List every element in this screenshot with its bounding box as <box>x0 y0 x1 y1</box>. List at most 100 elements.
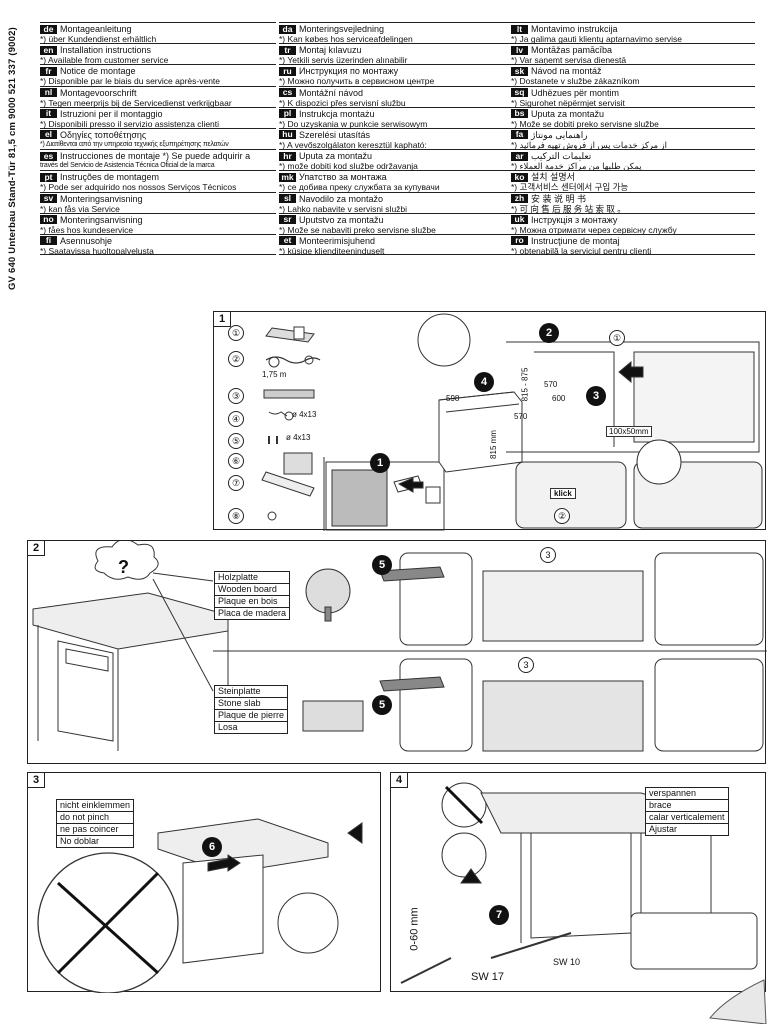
language-title: Инструкция по монтажу <box>299 66 399 77</box>
language-code-badge: pt <box>40 172 57 182</box>
dim-depth-570: 570 <box>514 412 528 421</box>
language-code-badge: sv <box>40 194 57 203</box>
language-code-badge: nl <box>40 88 57 98</box>
language-code-badge: es <box>40 151 57 161</box>
part-callout-2: ② <box>554 508 570 524</box>
language-availability-note: *) Διατίθενται από την υπηρεσία τεχνικής… <box>40 140 229 148</box>
step-number: 3 <box>27 772 45 788</box>
language-title: Montavimo instrukcija <box>531 24 618 34</box>
parts-list-number-1: ① <box>228 325 244 341</box>
language-title: 설치 설명서 <box>531 172 575 183</box>
language-availability-note: *) obtenabilă la serviciul pentru clienţ… <box>511 245 652 256</box>
language-availability-note: *) Kan købes hos serviceafdelingen <box>279 34 413 44</box>
language-code-badge: hu <box>279 130 296 140</box>
warn-fr: ne pas coincer <box>57 824 134 836</box>
warn-es: No doblar <box>60 836 100 846</box>
language-availability-note: *) Dostanete v službe zákazníkom <box>511 76 640 86</box>
language-availability-note: *) fåes hos kundeservice <box>40 224 134 234</box>
language-code-badge: cs <box>279 88 296 98</box>
language-title: Uputstvo za montažu <box>299 214 384 225</box>
language-title: تعليمات التركيب <box>531 151 592 162</box>
brace-es: Ajustar <box>649 824 678 834</box>
language-availability-note: *) Yetkili servis üzerinden alınabilir <box>279 55 408 65</box>
language-title: Navodilo za montažo <box>299 193 384 204</box>
step-number: 4 <box>390 772 408 788</box>
language-availability-note: *) Disponibili presso il servizio assist… <box>40 118 220 128</box>
language-title: Istruzioni per il montaggio <box>60 108 163 119</box>
step-badge-2: 2 <box>539 323 559 343</box>
stone-label-fr: Plaque de pierre <box>215 710 288 722</box>
language-availability-note: través del Servicio de Asistencia Técnic… <box>40 162 215 170</box>
stone-label-box: Steinplatte Stone slab Plaque de pierre … <box>214 685 289 734</box>
step-badge-1: 1 <box>370 453 390 473</box>
language-code-badge: ro <box>511 236 528 246</box>
language-code-badge: lt <box>511 24 528 34</box>
warn-en: do not pinch <box>57 812 134 824</box>
language-availability-note: *) Disponible par le biais du service ap… <box>40 76 221 86</box>
language-code-badge: it <box>40 109 57 119</box>
language-title: Montageanleitung <box>60 24 132 34</box>
language-title: Asennusohje <box>60 235 113 246</box>
language-availability-note: *) از مرکز خدمات پس از فروش تهیه فرمائید <box>511 139 667 150</box>
step-1-panel: 1 <box>213 311 766 531</box>
language-code-badge: no <box>40 215 57 225</box>
cable-length-label: 1,75 m <box>262 370 287 379</box>
dim-height-815: 815 mm <box>488 430 498 459</box>
language-code-badge: sr <box>279 215 296 225</box>
step-number: 2 <box>27 540 45 556</box>
step-1-illustration <box>261 313 763 531</box>
language-code-badge: fa <box>511 130 528 140</box>
language-availability-note: *) Ja galima gauti klientų aptarnavimo s… <box>511 34 683 44</box>
language-availability-note: *) се добива преку службата за купувачи <box>279 182 440 192</box>
language-availability-note: *) über Kundendienst erhältlich <box>40 34 157 44</box>
parts-list-number-4: ④ <box>228 411 244 427</box>
dim-570: 570 <box>544 380 558 389</box>
brace-fr: calar verticalement <box>646 812 728 824</box>
language-title: Instrucciones de montaje *) Se puede adq… <box>60 151 251 162</box>
step-2-illustration <box>32 541 767 752</box>
language-availability-note: *) Može se dobiti preko servisne službe <box>511 118 659 128</box>
step-4-panel: 4 verspannen brace calar verticalement A… <box>390 772 766 992</box>
step-3-panel: 3 nicht einklemmen do not pinch ne pas c… <box>27 772 381 993</box>
language-code-badge: lv <box>511 45 528 55</box>
language-availability-note: *) Lahko nabavite v servisni službi <box>279 203 408 213</box>
parts-list-number-8: ⑧ <box>228 508 244 524</box>
parts-list-number-3: ③ <box>228 388 244 404</box>
language-code-badge: sq <box>511 88 528 98</box>
language-availability-note: *) Var saņemt servisa dienestā <box>511 55 627 65</box>
language-title: Montaj kılavuzu <box>299 45 362 56</box>
language-title: 安 装 说 明 书 <box>531 193 587 204</box>
language-availability-note: *) يمكن طلبها من مراكز خدمة العملاء <box>511 161 642 171</box>
step-number: 1 <box>213 311 231 327</box>
language-availability-note: *) Može se nabaviti preko servisne služb… <box>279 224 436 234</box>
question-mark: ? <box>118 557 129 577</box>
language-availability-note: *) Можно получить в сервисном центре <box>279 76 435 86</box>
klick-label: klick <box>550 488 576 499</box>
warning-label-box: nicht einklemmen do not pinch ne pas coi… <box>56 799 135 848</box>
language-title: Installation instructions <box>60 45 152 56</box>
wood-label-de: Holzplatte <box>215 572 290 584</box>
wood-label-en: Wooden board <box>215 584 290 596</box>
brace-label-box: verspannen brace calar verticalement Aju… <box>645 787 729 836</box>
part-callout-3a: 3 <box>540 547 556 563</box>
language-code-badge: da <box>279 24 296 34</box>
language-availability-note: *) može dobiti kod službe održavanja <box>279 161 418 171</box>
range-label: 0-60 mm <box>408 907 421 951</box>
step-badge-5b: 5 <box>372 695 392 715</box>
language-code-badge: ar <box>511 151 528 161</box>
wood-label-box: Holzplatte Wooden board Plaque en bois P… <box>214 571 291 620</box>
dim-width-598: 598 <box>446 394 460 403</box>
step-3-illustration <box>37 818 363 993</box>
language-title: Οδηγίες τοποθέτησης <box>60 129 147 140</box>
language-availability-note: *) Pode ser adquirido nos nossos Serviço… <box>40 182 237 192</box>
